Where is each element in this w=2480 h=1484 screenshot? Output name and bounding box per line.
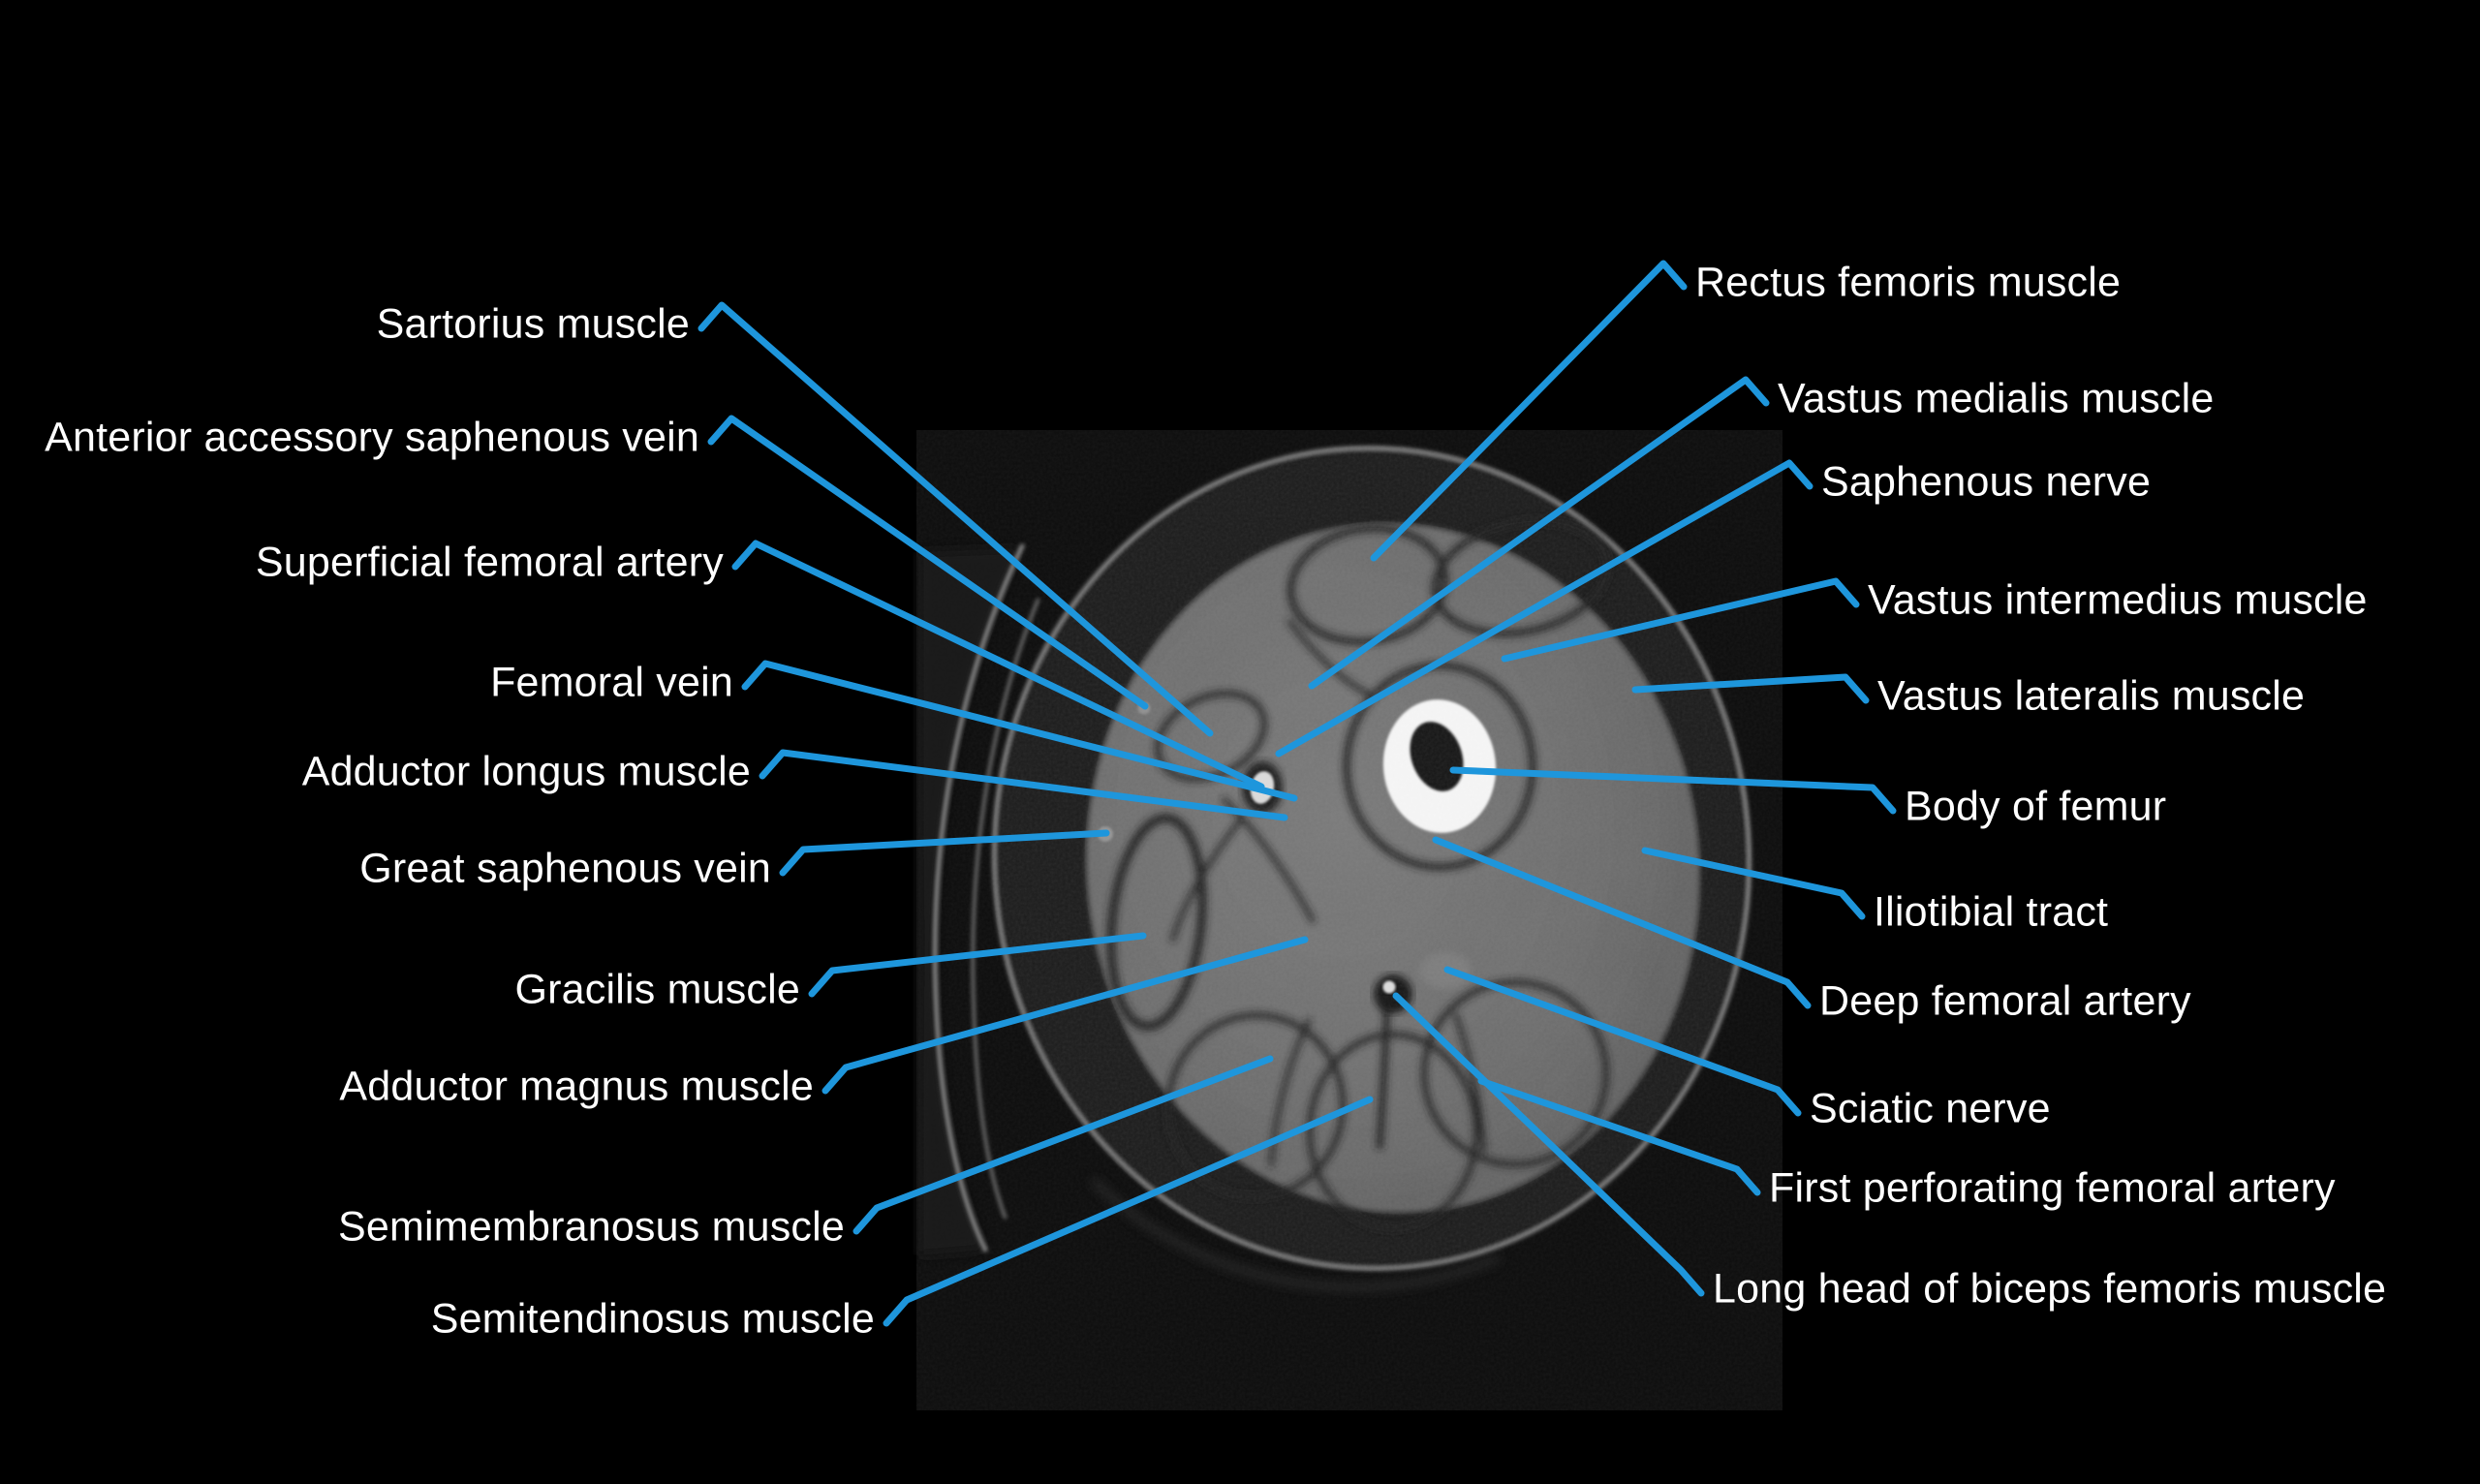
leader-line-vastus-intermedius-muscle: [1501, 577, 1860, 663]
leader-line-semitendinosus-muscle: [883, 1096, 1374, 1327]
leader-line-rectus-femoris-muscle: [1370, 260, 1688, 562]
thigh-cross-section: [992, 446, 1752, 1290]
leader-line-long-head-of-biceps-femoris-muscle: [1392, 992, 1705, 1297]
leader-line-first-perforating-femoral-artery: [1477, 1077, 1761, 1196]
leader-line-gracilis-muscle: [808, 932, 1147, 998]
leader-line-superficial-femoral-artery: [731, 540, 1265, 790]
leader-line-vastus-medialis-muscle: [1308, 376, 1770, 690]
leader-line-saphenous-nerve: [1275, 459, 1814, 757]
leader-line-sartorius-muscle: [698, 301, 1214, 737]
leader-line-iliotibial-tract: [1641, 847, 1866, 920]
leader-line-vastus-lateralis-muscle: [1631, 673, 1870, 704]
leader-line-great-saphenous-vein: [779, 829, 1110, 877]
leader-line-semimembranosus-muscle: [852, 1055, 1274, 1235]
leader-line-femoral-vein: [741, 660, 1298, 802]
leader-lines: [698, 260, 1897, 1327]
posterior-fat-line: [1091, 1178, 1501, 1290]
leader-line-adductor-longus-muscle: [759, 749, 1288, 821]
leader-line-body-of-femur: [1449, 766, 1897, 815]
leader-line-deep-femoral-artery: [1432, 836, 1812, 1009]
leader-line-anterior-accessory-saphenous-vein: [707, 415, 1149, 710]
leader-line-sciatic-nerve: [1443, 966, 1802, 1117]
adjacent-thigh-skin-line: [932, 543, 1026, 1253]
leader-line-adductor-magnus-muscle: [822, 936, 1309, 1095]
